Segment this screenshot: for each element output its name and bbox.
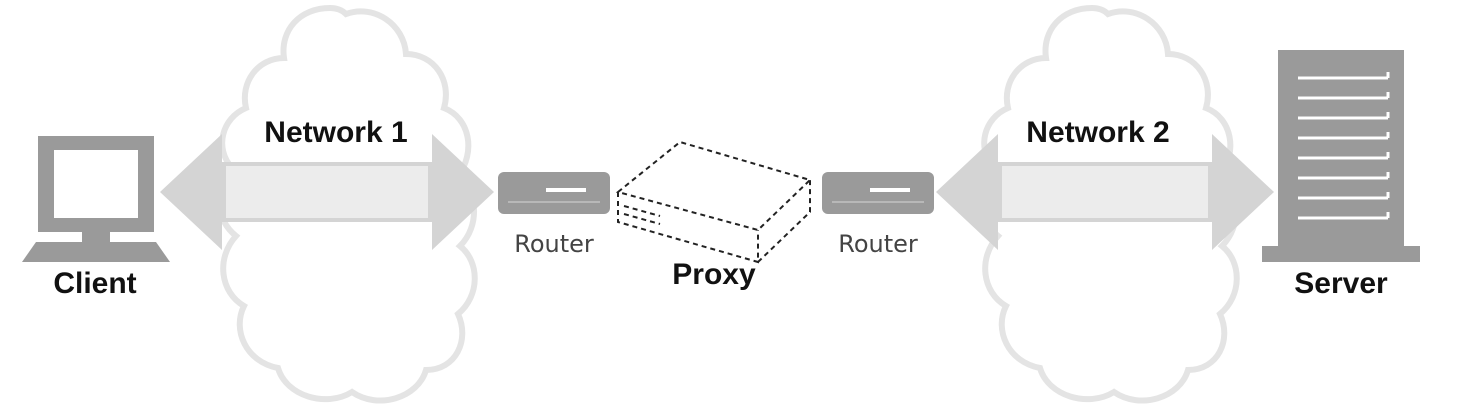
network-1-label: Network 1 bbox=[264, 116, 407, 149]
router-1-label: Router bbox=[514, 230, 594, 258]
router-1-icon bbox=[498, 172, 610, 214]
proxy-box-icon bbox=[615, 140, 812, 264]
client-label: Client bbox=[53, 267, 136, 300]
network-2-arrow bbox=[936, 134, 1274, 250]
network-2-label: Network 2 bbox=[1026, 116, 1169, 149]
proxy-label: Proxy bbox=[672, 258, 756, 291]
network-1-arrow bbox=[160, 134, 494, 250]
router-2-label: Router bbox=[838, 230, 918, 258]
router-2-icon bbox=[822, 172, 934, 214]
server-tower-icon bbox=[1262, 50, 1420, 262]
client-computer-icon bbox=[22, 136, 170, 262]
server-label: Server bbox=[1294, 267, 1388, 300]
